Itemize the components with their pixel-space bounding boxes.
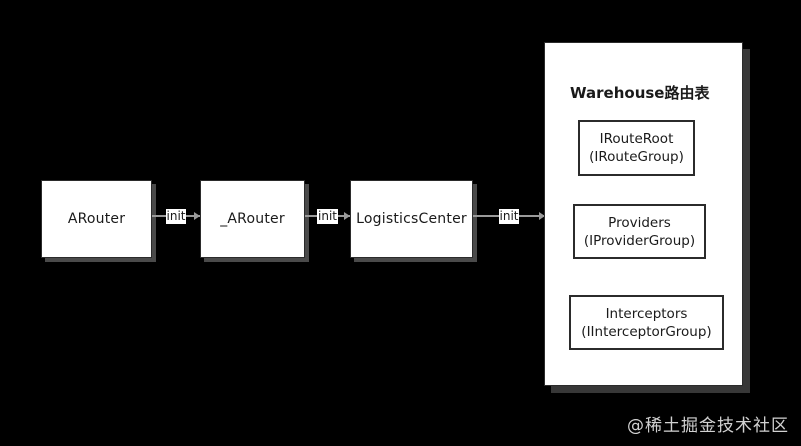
warehouse-panel-title: Warehouse路由表 (570, 84, 710, 102)
node-logisticscenter[interactable]: LogisticsCenter (350, 180, 473, 258)
watermark: @稀土掘金技术社区 (627, 416, 789, 436)
subnode-interceptors[interactable]: Interceptors(IInterceptorGroup) (569, 295, 724, 350)
subnode-line2: (IProviderGroup) (583, 232, 696, 249)
subnode-interceptors-label: Interceptors(IInterceptorGroup) (581, 305, 711, 341)
node-_arouter[interactable]: _ARouter (200, 180, 305, 258)
node-arouter-label: ARouter (67, 211, 126, 227)
subnode-providers[interactable]: Providers(IProviderGroup) (573, 204, 706, 259)
connector-_arouter-to-logisticscenter: init (305, 205, 350, 227)
arrow-head-icon (539, 212, 545, 220)
subnode-providers-label: Providers(IProviderGroup) (584, 214, 695, 250)
subnode-irouteroot-label: IRouteRoot (IRouteGroup) (589, 130, 684, 166)
node-arouter[interactable]: ARouter (41, 180, 152, 258)
arrow-head-icon (194, 212, 200, 220)
subnode-line1: Interceptors (605, 305, 688, 322)
subnode-line1: IRouteRoot (599, 131, 674, 147)
node-_arouter-label: _ARouter (220, 211, 285, 227)
connector-label: init (498, 208, 520, 224)
connector-label: init (317, 208, 338, 224)
connector-label: init (165, 208, 187, 224)
arrow-head-icon (344, 212, 350, 220)
subnode-line2: (IRouteGroup) (589, 149, 684, 165)
subnode-line1: Providers (608, 214, 671, 231)
node-logisticscenter-label: LogisticsCenter (356, 211, 467, 227)
connector-logisticscenter-to-warehouse: init (473, 205, 545, 227)
connector-arouter-to-_arouter: init (152, 205, 200, 227)
subnode-irouteroot[interactable]: IRouteRoot (IRouteGroup) (578, 120, 695, 176)
subnode-line2: (IInterceptorGroup) (581, 323, 712, 340)
